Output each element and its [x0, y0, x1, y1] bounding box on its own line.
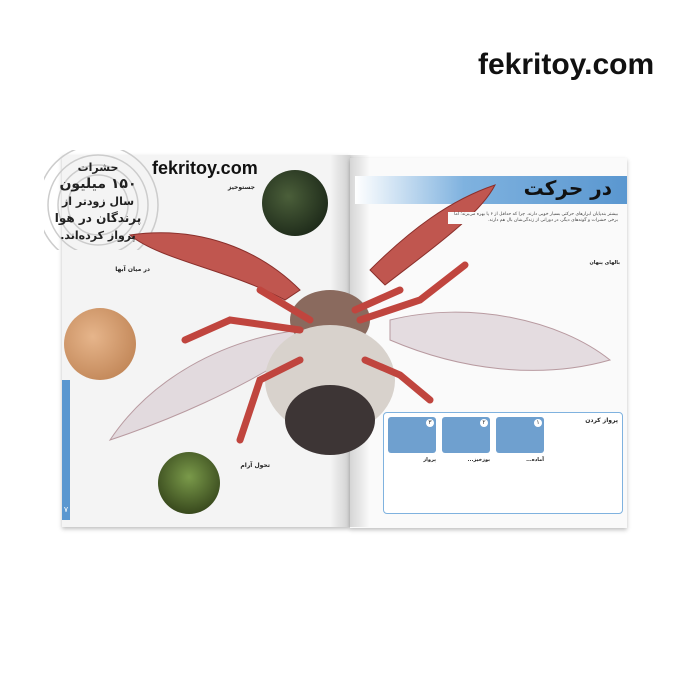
- step-number: ۲: [480, 419, 488, 427]
- beetle-abdomen-tip: [285, 385, 375, 455]
- grasshopper-photo: [262, 170, 328, 236]
- step-3-label: پرواز: [423, 457, 436, 463]
- watermark: fekritoy.com: [478, 48, 655, 81]
- intro-line: حشرات: [77, 161, 119, 174]
- intro-line: پرندگان در هوا: [54, 211, 142, 225]
- caterpillar-photo: [158, 452, 220, 514]
- beetle-legs: [181, 261, 469, 444]
- intro-line: سال زودتر از: [61, 195, 135, 208]
- section-hidden-wings-heading: بالهای پنهان: [589, 260, 621, 266]
- step-number: ۳: [426, 419, 434, 427]
- section-jump-heading: جستوخیز: [227, 184, 255, 191]
- step-1-photo: ۱: [496, 417, 544, 453]
- section-water-heading: در میان آبها: [115, 266, 150, 273]
- step-3-photo: ۳: [388, 417, 436, 453]
- page-number: ۷: [63, 505, 69, 514]
- wings: [108, 311, 612, 441]
- step-2-photo: ۲: [442, 417, 490, 453]
- intro-text: بیشتر بندپایان ابزارهای حرکتی بسیار خوبی…: [448, 212, 618, 224]
- step-number: ۱: [534, 419, 542, 427]
- intro-line: پرواز کرده‌اند.: [60, 229, 136, 242]
- water-insect-photo: [64, 308, 136, 380]
- page-title: در حرکت: [523, 176, 612, 200]
- flying-steps-panel: ۳ ۲ ۱ پرواز بوزخیز... آماده... پرواز کرد…: [383, 412, 623, 514]
- intro-line: ۱۵۰ میلیون: [59, 176, 137, 192]
- flying-heading: پرواز کردن: [585, 417, 618, 424]
- side-strip: [62, 380, 70, 520]
- elytra: [128, 184, 496, 301]
- step-2-label: بوزخیز...: [467, 457, 490, 463]
- intro-heading: حشرات ۱۵۰ میلیون سال زودتر از پرندگان در…: [44, 155, 152, 244]
- concentric-circles: [44, 150, 159, 250]
- watermark-small: fekritoy.com: [152, 158, 258, 178]
- step-1-label: آماده...: [526, 457, 544, 463]
- section-caterpillar-heading: تحول آرام: [240, 462, 270, 469]
